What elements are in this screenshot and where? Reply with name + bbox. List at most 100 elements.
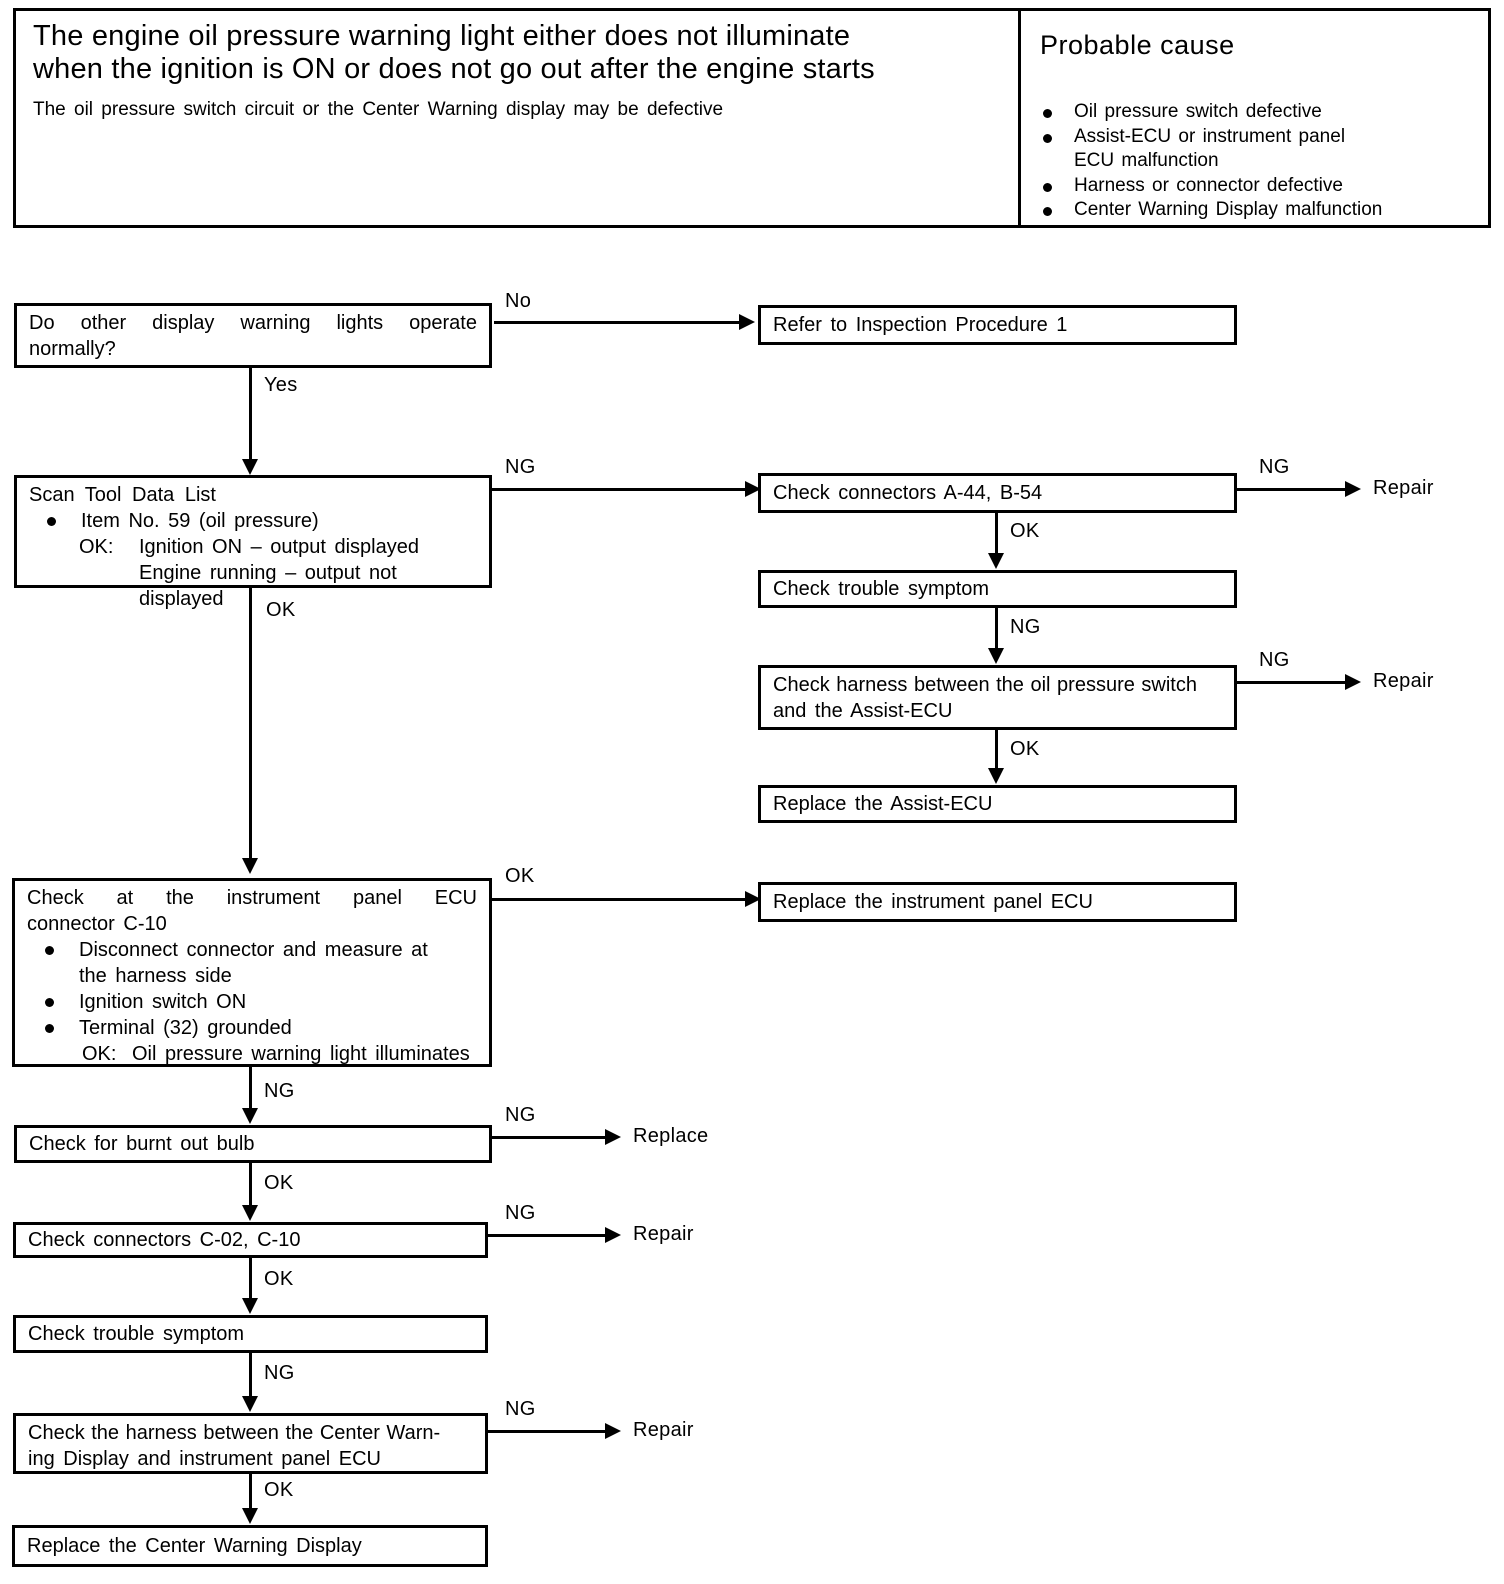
flow-box-check-connectors-c02-c10: Check connectors C-02, C-10 [13,1222,488,1258]
label-replace: Replace [633,1125,709,1147]
arrow-ng-bulb-line [249,1067,252,1110]
label-repair: Repair [633,1419,694,1441]
label-ok: OK [264,1479,294,1501]
bullet-icon [47,517,56,526]
label-ng: NG [505,456,536,478]
bullet-icon [45,1024,54,1033]
label-ok: OK [264,1172,294,1194]
bullet-icon [1043,207,1052,216]
arrowhead-right-icon [1345,481,1361,497]
arrowhead-down-icon [242,1298,258,1314]
arrow-no-line [494,321,739,324]
bullet-icon [1043,183,1052,192]
arrow-ok-instrument-line [492,898,745,901]
arrowhead-right-icon [1345,674,1361,690]
arrowhead-right-icon [739,314,755,330]
bullet-icon [1043,134,1052,143]
instrument-ok-line: OK:Oil pressure warning light illuminate… [82,1043,470,1065]
scan-tool-ok-line1: OK:Ignition ON – output displayed [79,536,419,558]
arrow-ng-harness-line [249,1353,252,1398]
arrow-ng-scan-line [492,488,745,491]
bullet-icon [1043,109,1052,118]
flow-box-check-harness-center-warning: Check the harness between the Center War… [13,1413,488,1474]
instrument-bullet-1-cont: the harness side [79,965,232,987]
label-ng: NG [264,1080,295,1102]
flow-box-check-instrument-panel-ecu: Check at the instrument panel ECU connec… [12,878,492,1067]
label-no: No [505,290,532,312]
arrow-ng-repair2-line [1237,681,1345,684]
arrowhead-down-icon [242,858,258,874]
arrowhead-right-icon [745,481,761,497]
arrow-ng-repair4-line [487,1430,605,1433]
symptom-subtitle: The oil pressure switch circuit or the C… [33,99,724,120]
arrowhead-down-icon [242,1508,258,1524]
harness-oil-line1: Check harness between the oil pressure s… [773,674,1197,696]
label-ok: OK [1010,738,1040,760]
arrow-ok-trouble1-line [995,513,998,555]
label-ok: OK [266,599,296,621]
label-repair: Repair [633,1223,694,1245]
harness-center-line1: Check the harness between the Center War… [28,1422,441,1444]
flow-box-refer-inspection-procedure: Refer to Inspection Procedure 1 [758,305,1237,345]
arrowhead-down-icon [242,459,258,475]
bullet-icon [45,946,54,955]
instrument-title-line2: connector C-10 [27,913,167,935]
bullet-icon [45,998,54,1007]
flow-box-check-trouble-symptom-2: Check trouble symptom [13,1315,488,1353]
label-ok: OK [264,1268,294,1290]
label-ok: OK [1010,520,1040,542]
arrowhead-down-icon [988,553,1004,569]
arrow-ok-long-line [249,588,252,860]
probable-cause-item-continuation: ECU malfunction [1074,150,1219,171]
harness-oil-line2: and the Assist-ECU [773,700,953,722]
arrowhead-down-icon [242,1205,258,1221]
probable-cause-title: Probable cause [1040,30,1235,60]
arrow-ok-replace-display-line [249,1473,252,1510]
probable-cause-item: Center Warning Display malfunction [1074,199,1383,220]
scan-tool-ok-line2: Engine running – output not displayed [139,562,397,610]
symptom-title-line1: The engine oil pressure warning light ei… [33,20,851,52]
label-ng: NG [505,1202,536,1224]
instrument-bullet-3: Terminal (32) grounded [27,1015,477,1041]
arrowhead-right-icon [605,1423,621,1439]
arrowhead-right-icon [605,1227,621,1243]
arrow-ng-repair1-line [1237,488,1345,491]
arrow-yes-line [249,368,252,461]
arrow-ng-repair3-line [487,1234,605,1237]
flow-box-check-harness-oil-switch: Check harness between the oil pressure s… [758,665,1237,730]
arrow-ok-replace-assist-line [995,730,998,770]
label-ng: NG [1259,649,1290,671]
flow-box-scan-tool-data-list: Scan Tool Data List Item No. 59 (oil pre… [14,475,492,610]
flow-box-question-warning-lights: Do other display warning lights operate … [14,303,492,368]
scan-tool-title: Scan Tool Data List [29,484,216,506]
arrowhead-down-icon [242,1108,258,1124]
arrow-ng-harness-oil-line [995,608,998,650]
arrow-ok-connectors-line [249,1163,252,1207]
flow-box-check-trouble-symptom-1: Check trouble symptom [758,570,1237,608]
arrowhead-right-icon [605,1129,621,1145]
arrowhead-down-icon [988,768,1004,784]
instrument-title-line1: Check at the instrument panel ECU [27,887,477,909]
probable-cause-item: Harness or connector defective [1074,175,1343,196]
scan-tool-item: Item No. 59 (oil pressure) [29,508,477,534]
symptom-title-line2: when the ignition is ON or does not go o… [33,53,875,85]
flow-box-check-connectors-a44-b54: Check connectors A-44, B-54 [758,473,1237,513]
flow-box-check-burnt-bulb: Check for burnt out bulb [14,1125,492,1163]
arrow-ok-symptom-line [249,1258,252,1300]
flow-box-replace-instrument-panel-ecu: Replace the instrument panel ECU [758,882,1237,922]
header-divider [1018,11,1021,225]
label-ok: OK [505,865,535,887]
symptom-header-box [13,8,1491,228]
label-ng: NG [505,1398,536,1420]
label-repair: Repair [1373,477,1434,499]
label-ng: NG [505,1104,536,1126]
instrument-bullet-1: Disconnect connector and measure at [27,937,477,963]
label-repair: Repair [1373,670,1434,692]
arrowhead-down-icon [242,1396,258,1412]
probable-cause-item: Oil pressure switch defective [1074,101,1322,122]
arrowhead-down-icon [988,648,1004,664]
probable-cause-item: Assist-ECU or instrument panel [1074,126,1346,147]
label-ng: NG [264,1362,295,1384]
flow-box-replace-assist-ecu: Replace the Assist-ECU [758,785,1237,823]
